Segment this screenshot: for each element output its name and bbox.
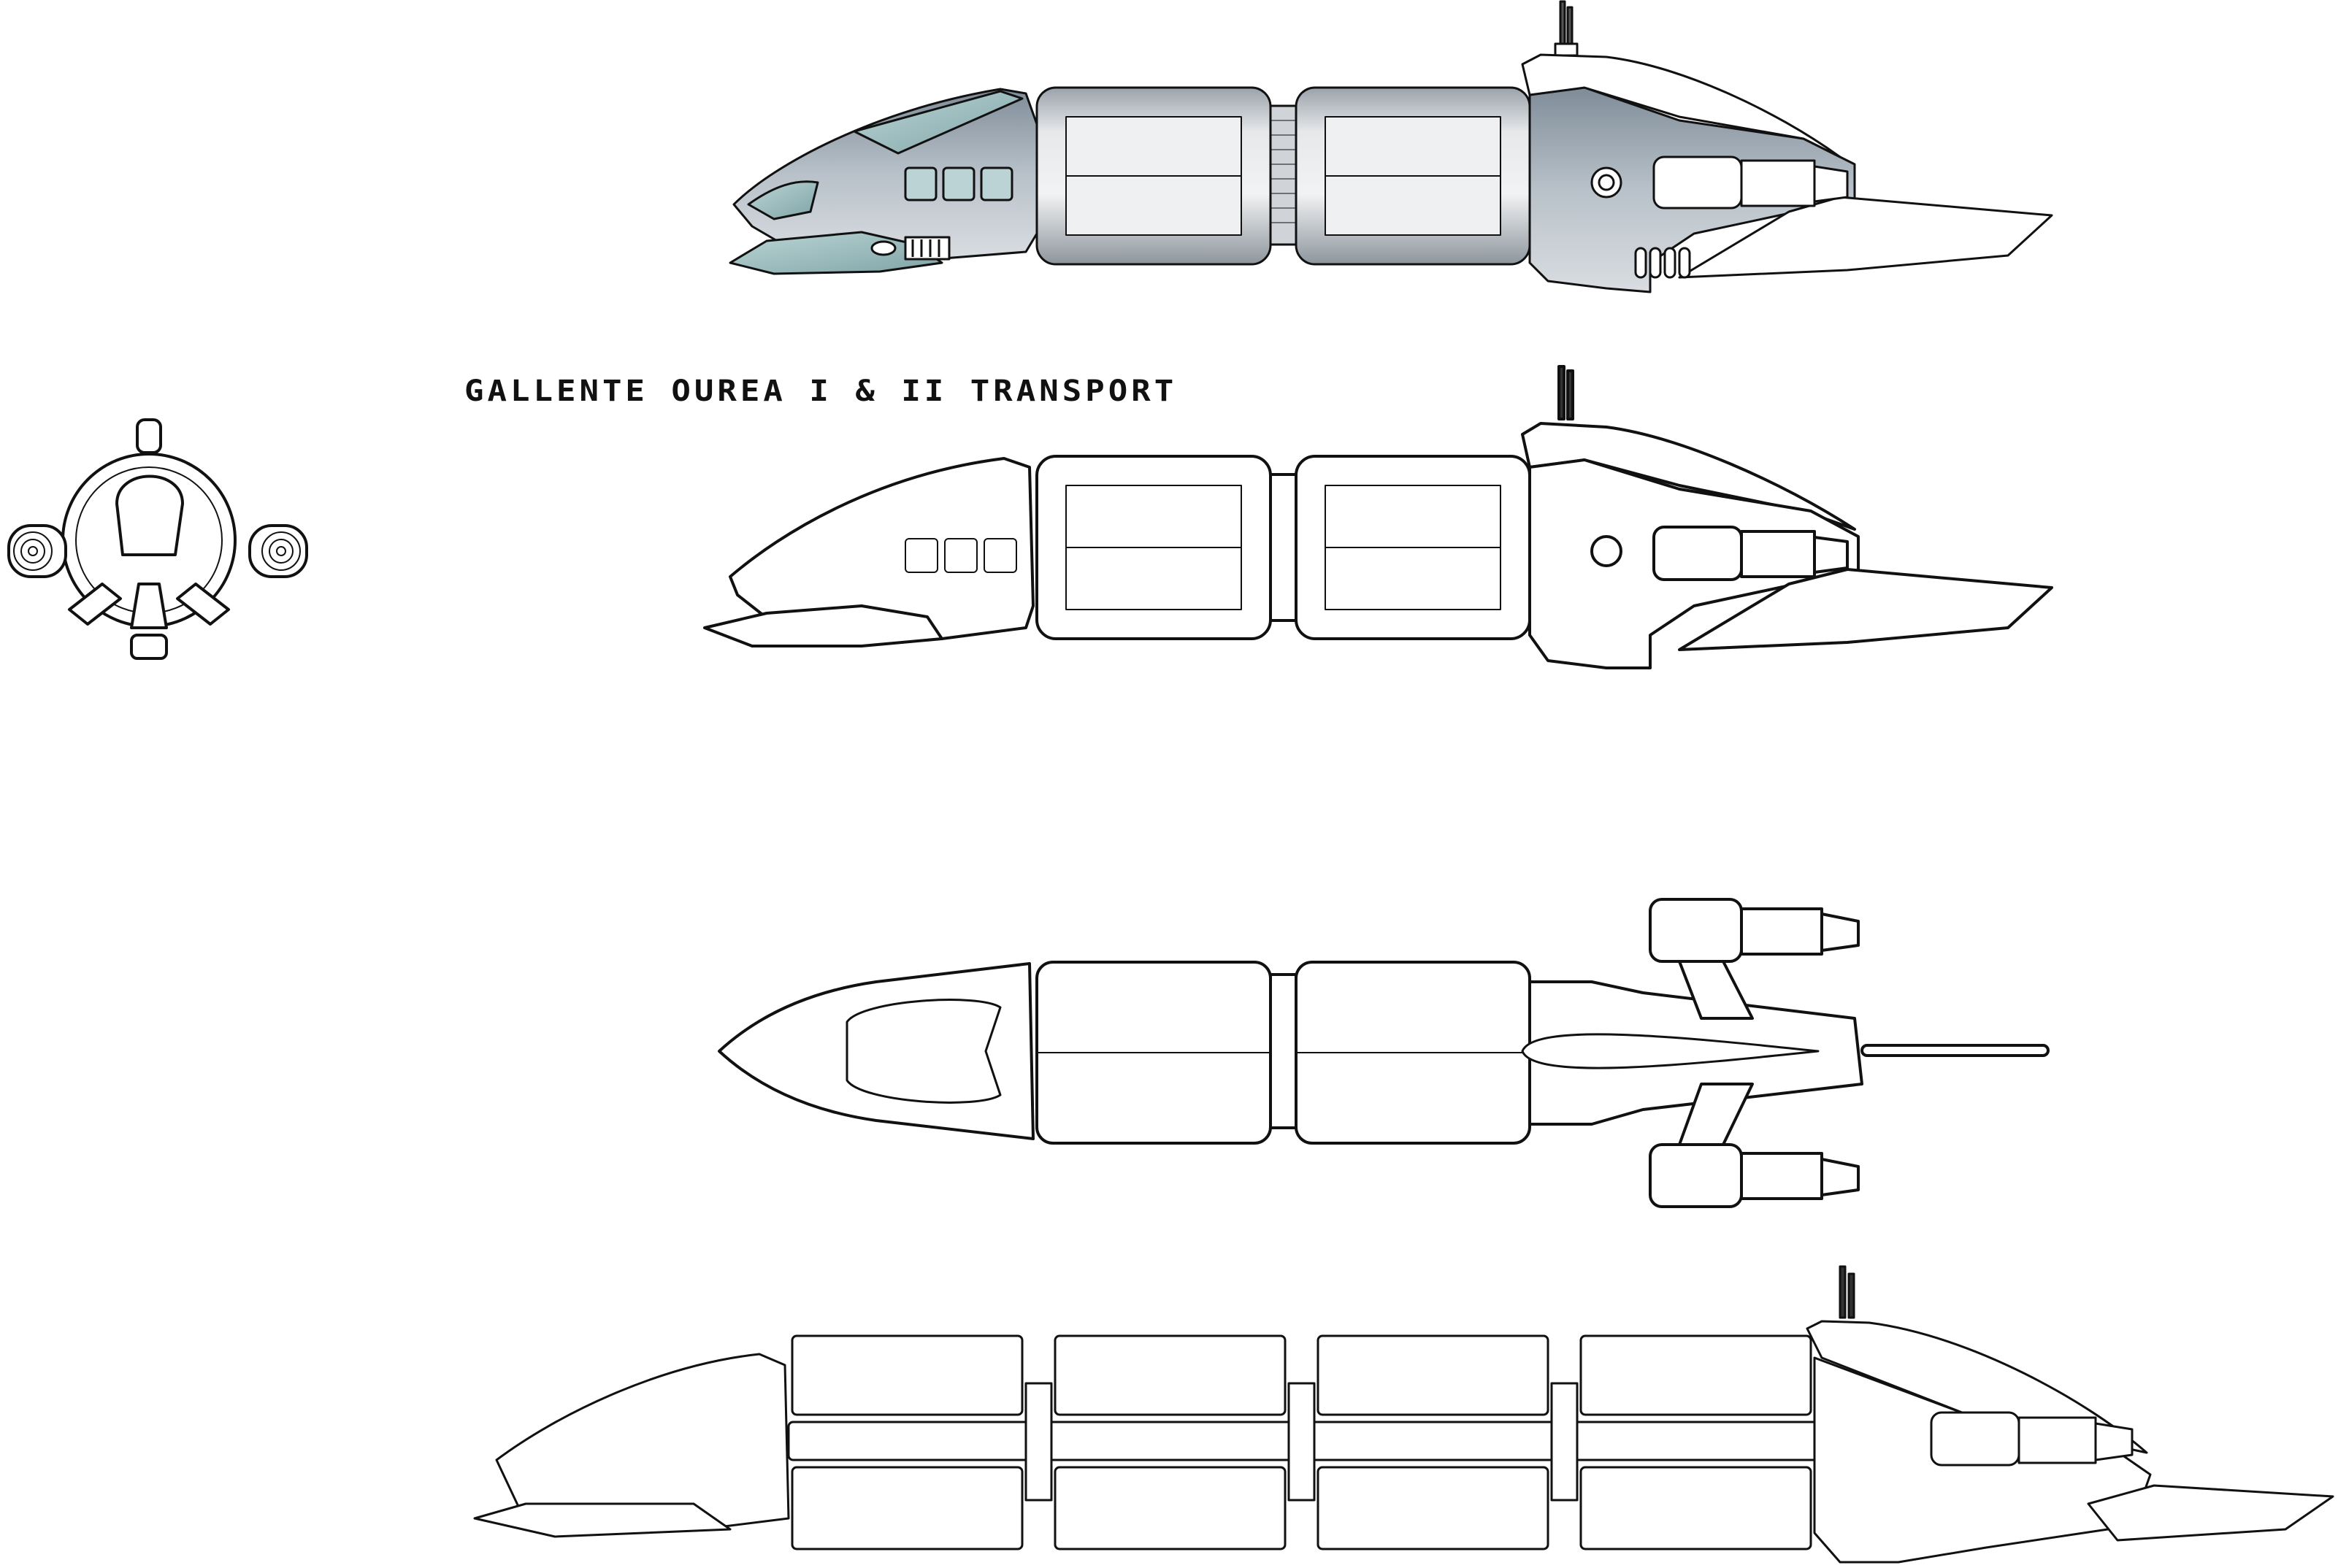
ventral-vents — [1634, 247, 1691, 279]
top-engine-nacelle-lower — [1649, 1083, 1860, 1208]
top-cargo-pod-1 — [1035, 961, 1272, 1145]
page-title: GALLENTE OUREA I & II TRANSPORT — [464, 374, 1178, 408]
front-dorsal-mast — [136, 418, 162, 454]
ext-container-row-upper — [791, 1334, 1812, 1416]
nose-vents — [870, 236, 951, 261]
sensor-dish — [1590, 535, 1622, 567]
ext-spine-joints — [1024, 1382, 1579, 1502]
ext-container-row-lower — [791, 1466, 1812, 1550]
front-engine-left — [7, 524, 67, 578]
antenna-mast — [1557, 365, 1574, 420]
top-pod-connector — [1269, 973, 1298, 1129]
thruster-pod — [1652, 526, 1849, 581]
nose-hull — [729, 457, 1035, 640]
side-view-lineart — [703, 365, 2053, 669]
front-view — [7, 418, 308, 660]
top-cargo-pod-2 — [1295, 961, 1531, 1145]
cabin-windows — [904, 166, 1013, 201]
pod-connector — [1269, 473, 1298, 622]
front-canopy — [115, 474, 184, 556]
side-view-colored — [729, 0, 2053, 293]
thruster-pod — [1652, 155, 1849, 210]
cabin-windows — [905, 538, 1017, 573]
ext-chin — [473, 1502, 732, 1538]
cargo-pod-2 — [1295, 455, 1531, 640]
pod-connector — [1269, 104, 1298, 246]
side-view-extended — [473, 1265, 2334, 1564]
front-landing-struts — [68, 583, 230, 660]
top-spine — [1521, 1033, 1820, 1069]
top-tail-boom — [1860, 1044, 2050, 1057]
ext-thruster-pod — [1930, 1411, 2134, 1467]
nose-canopy — [747, 180, 819, 220]
top-view — [718, 898, 2050, 1208]
sensor-dish — [1590, 166, 1622, 199]
dorsal-fin — [1521, 422, 1856, 531]
cargo-pod-1 — [1035, 455, 1272, 640]
top-canopy — [846, 999, 1002, 1104]
canopy-band — [853, 90, 1024, 155]
cargo-pod-1 — [1035, 86, 1272, 266]
nose-hull — [732, 88, 1038, 261]
cargo-pod-2 — [1295, 86, 1531, 266]
antenna-mast — [1839, 1265, 1855, 1319]
ext-nose-hull — [495, 1353, 790, 1531]
front-engine-right — [248, 524, 308, 578]
ext-tail-boom — [2087, 1484, 2334, 1542]
nose-chin — [703, 604, 943, 647]
dorsal-fin — [1521, 53, 1841, 158]
top-engine-nacelle-upper — [1649, 898, 1860, 1020]
antenna-mast — [1554, 0, 1579, 57]
front-nose — [130, 583, 168, 629]
